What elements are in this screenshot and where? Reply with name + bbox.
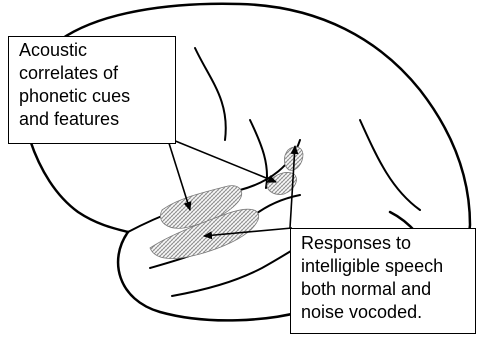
callout-acoustic-line-2: correlates of — [19, 62, 175, 85]
arrow-phonetic-left — [168, 140, 190, 210]
callout-responses-line-4: noise vocoded. — [301, 301, 475, 324]
callout-responses-line-3: both normal and — [301, 278, 475, 301]
callout-acoustic-line-4: and features — [19, 108, 175, 131]
callout-acoustic-line-1: Acoustic — [19, 39, 175, 62]
callout-responses-line-1: Responses to — [301, 232, 475, 255]
callout-acoustic-correlates: Acoustic correlates of phonetic cues and… — [8, 36, 176, 144]
posterior-sulcus — [360, 120, 420, 210]
callout-intelligible-speech: Responses to intelligible speech both no… — [290, 228, 476, 334]
callout-acoustic-line-3: phonetic cues — [19, 85, 175, 108]
callout-responses-line-2: intelligible speech — [301, 255, 475, 278]
brain-left-contour — [30, 140, 128, 232]
sulcus-upper — [195, 48, 226, 140]
